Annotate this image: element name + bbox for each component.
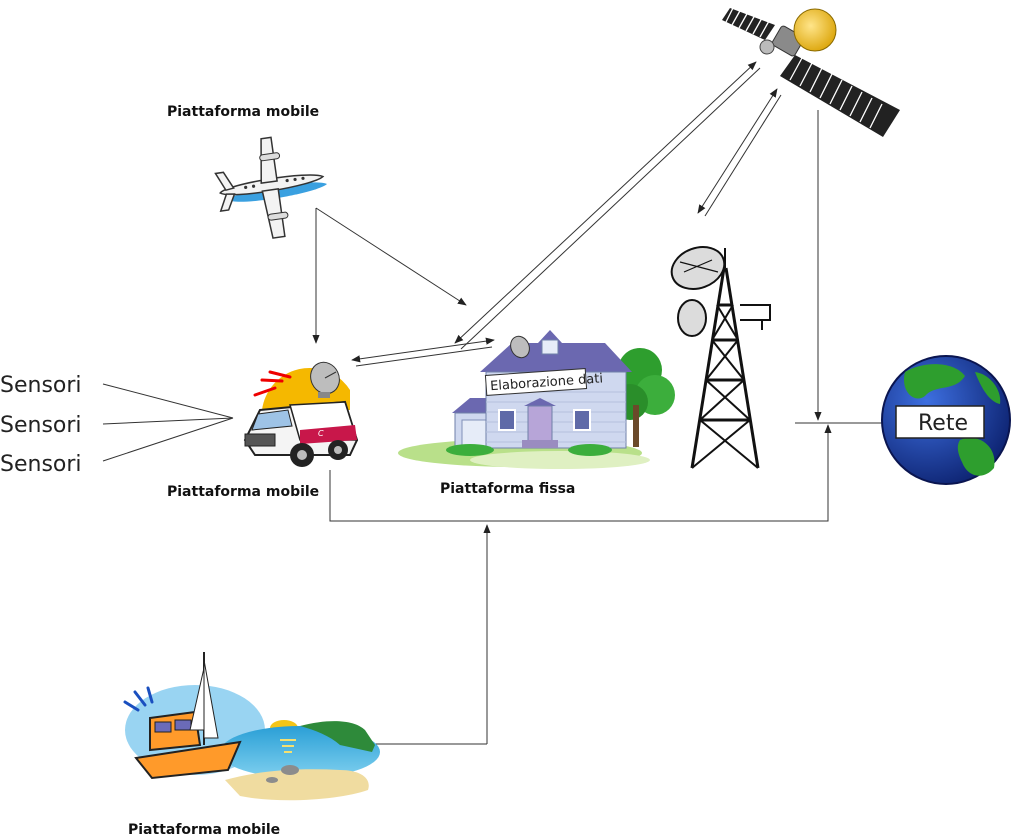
- satellite-icon: [722, 5, 900, 137]
- sensor-label-1: Sensori: [0, 373, 82, 398]
- arrow-house-satellite-a: [454, 61, 757, 344]
- arrow-van-house-b: [355, 346, 493, 367]
- tower-dish-icon: [670, 246, 726, 337]
- sensor-label-2: Sensori: [0, 413, 82, 438]
- antenna-tower-icon: [690, 248, 771, 469]
- plane-label: Piattaforma mobile: [167, 104, 319, 120]
- globe-icon: Rete: [881, 355, 1011, 485]
- line-sensor-1: [102, 383, 234, 419]
- house-icon: Elaborazione dati: [398, 330, 675, 469]
- line-sensor-2: [102, 417, 234, 425]
- network-label: Rete: [918, 411, 968, 436]
- house-label: Piattaforma fissa: [440, 481, 575, 497]
- connectors: [102, 61, 884, 745]
- arrow-tower-satellite-b: [704, 94, 782, 217]
- line-van-bus: [329, 424, 832, 522]
- processing-banner: Elaborazione dati: [484, 368, 603, 396]
- airplane-icon: [214, 136, 328, 239]
- van-icon: C: [243, 361, 359, 467]
- arrow-plane-to-house: [315, 207, 467, 306]
- svg-text:C: C: [318, 429, 324, 438]
- boat-label: Piattaforma mobile: [128, 822, 280, 837]
- boat-icon: [123, 652, 380, 801]
- van-label: Piattaforma mobile: [167, 484, 319, 500]
- sensor-label-3: Sensori: [0, 452, 82, 477]
- sensor-list: Sensori Sensori Sensori: [0, 373, 82, 477]
- line-sensor-3: [102, 417, 234, 462]
- arrow-house-satellite-b: [460, 67, 761, 350]
- arrow-tower-satellite-a: [697, 88, 778, 214]
